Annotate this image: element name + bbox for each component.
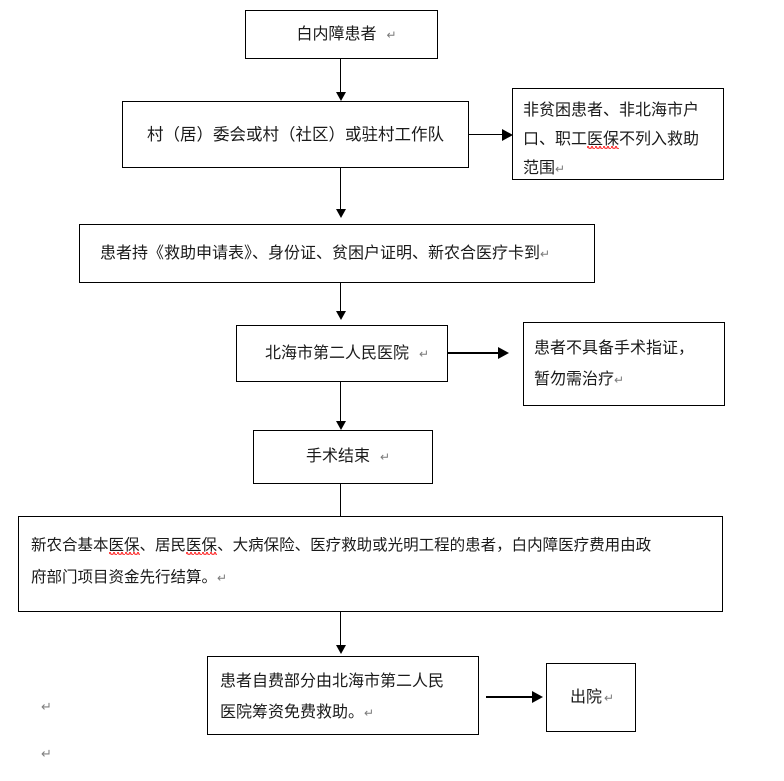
node-settlement-label: 新农合基本医保、居民医保、大病保险、医疗救助或光明工程的患者，白内障医疗费用由政… — [31, 537, 652, 586]
edge-surgery-end-to-settlement-line — [340, 484, 341, 516]
paragraph-mark-2: ↵ — [41, 746, 52, 761]
return-mark: ↵ — [614, 373, 625, 387]
node-hospital-label: 北海市第二人民医院 — [264, 344, 409, 362]
return-mark: ↵ — [418, 346, 430, 361]
edge-settlement-to-self-pay-line — [340, 612, 341, 648]
node-settlement[interactable]: 新农合基本医保、居民医保、大病保险、医疗救助或光明工程的患者，白内障医疗费用由政… — [18, 516, 723, 612]
edge-patient-to-village-line — [340, 59, 341, 95]
return-mark: ↵ — [364, 706, 375, 720]
edge-self-pay-to-discharge-arrowhead — [532, 691, 543, 703]
edge-documents-to-hospital-arrowhead — [336, 311, 346, 320]
return-mark: ↵ — [386, 27, 397, 42]
return-mark: ↵ — [379, 450, 391, 464]
edge-hospital-to-no-surgery-line — [448, 352, 504, 354]
paragraph-mark-1: ↵ — [41, 699, 52, 714]
node-excluded-criteria-label: 非贫困患者、非北海市户口、职工医保不列入救助范围↵ — [523, 102, 700, 177]
node-self-pay-label: 患者自费部分由北海市第二人民医院筹资免费救助。↵ — [220, 673, 445, 721]
spellcheck-underline-yibao: 医保 — [587, 131, 620, 149]
node-required-documents[interactable]: 患者持《救助申请表》、身份证、贫困户证明、新农合医疗卡到↵ — [79, 224, 595, 283]
edge-village-to-excluded-arrowhead — [502, 129, 513, 141]
node-surgery-end-label: 手术结束 — [305, 448, 370, 465]
return-mark: ↵ — [555, 162, 566, 176]
return-mark: ↵ — [217, 571, 228, 585]
spellcheck-underline-yibao-2: 医保 — [186, 537, 218, 555]
node-patient[interactable]: 白内障患者 ↵ — [245, 10, 438, 59]
node-required-documents-label: 患者持《救助申请表》、身份证、贫困户证明、新农合医疗卡到↵ — [100, 244, 551, 262]
node-no-surgery[interactable]: 患者不具备手术指证，暂勿需治疗↵ — [523, 322, 725, 406]
node-no-surgery-label: 患者不具备手术指证，暂勿需治疗↵ — [534, 340, 695, 388]
node-village-committee[interactable]: 村（居）委会或村（社区）或驻村工作队 — [122, 101, 469, 168]
edge-hospital-to-surgery-end-line — [340, 382, 341, 425]
return-mark: ↵ — [540, 246, 551, 261]
spellcheck-underline-yibao-1: 医保 — [108, 537, 140, 555]
edge-hospital-to-surgery-end-arrowhead — [336, 421, 346, 430]
edge-village-to-documents-arrowhead — [336, 209, 346, 218]
edge-patient-to-village-arrowhead — [336, 92, 346, 101]
node-excluded-criteria[interactable]: 非贫困患者、非北海市户口、职工医保不列入救助范围↵ — [512, 88, 724, 180]
edge-village-to-excluded-line — [469, 134, 507, 135]
node-surgery-end[interactable]: 手术结束 ↵ — [253, 430, 433, 484]
edge-hospital-to-no-surgery-arrowhead — [498, 347, 509, 359]
edge-self-pay-to-discharge-line — [486, 696, 538, 698]
return-mark: ↵ — [603, 690, 615, 705]
node-discharge[interactable]: 出院↵ — [546, 663, 636, 732]
edge-settlement-to-self-pay-arrowhead — [336, 645, 346, 654]
node-self-pay[interactable]: 患者自费部分由北海市第二人民医院筹资免费救助。↵ — [207, 656, 479, 735]
node-patient-label: 白内障患者 — [296, 25, 377, 43]
node-village-committee-label: 村（居）委会或村（社区）或驻村工作队 — [147, 124, 444, 144]
edge-documents-to-hospital-line — [340, 283, 341, 313]
edge-village-to-documents-line — [340, 168, 341, 212]
node-hospital[interactable]: 北海市第二人民医院 ↵ — [236, 325, 448, 382]
node-discharge-label: 出院 — [569, 688, 602, 706]
